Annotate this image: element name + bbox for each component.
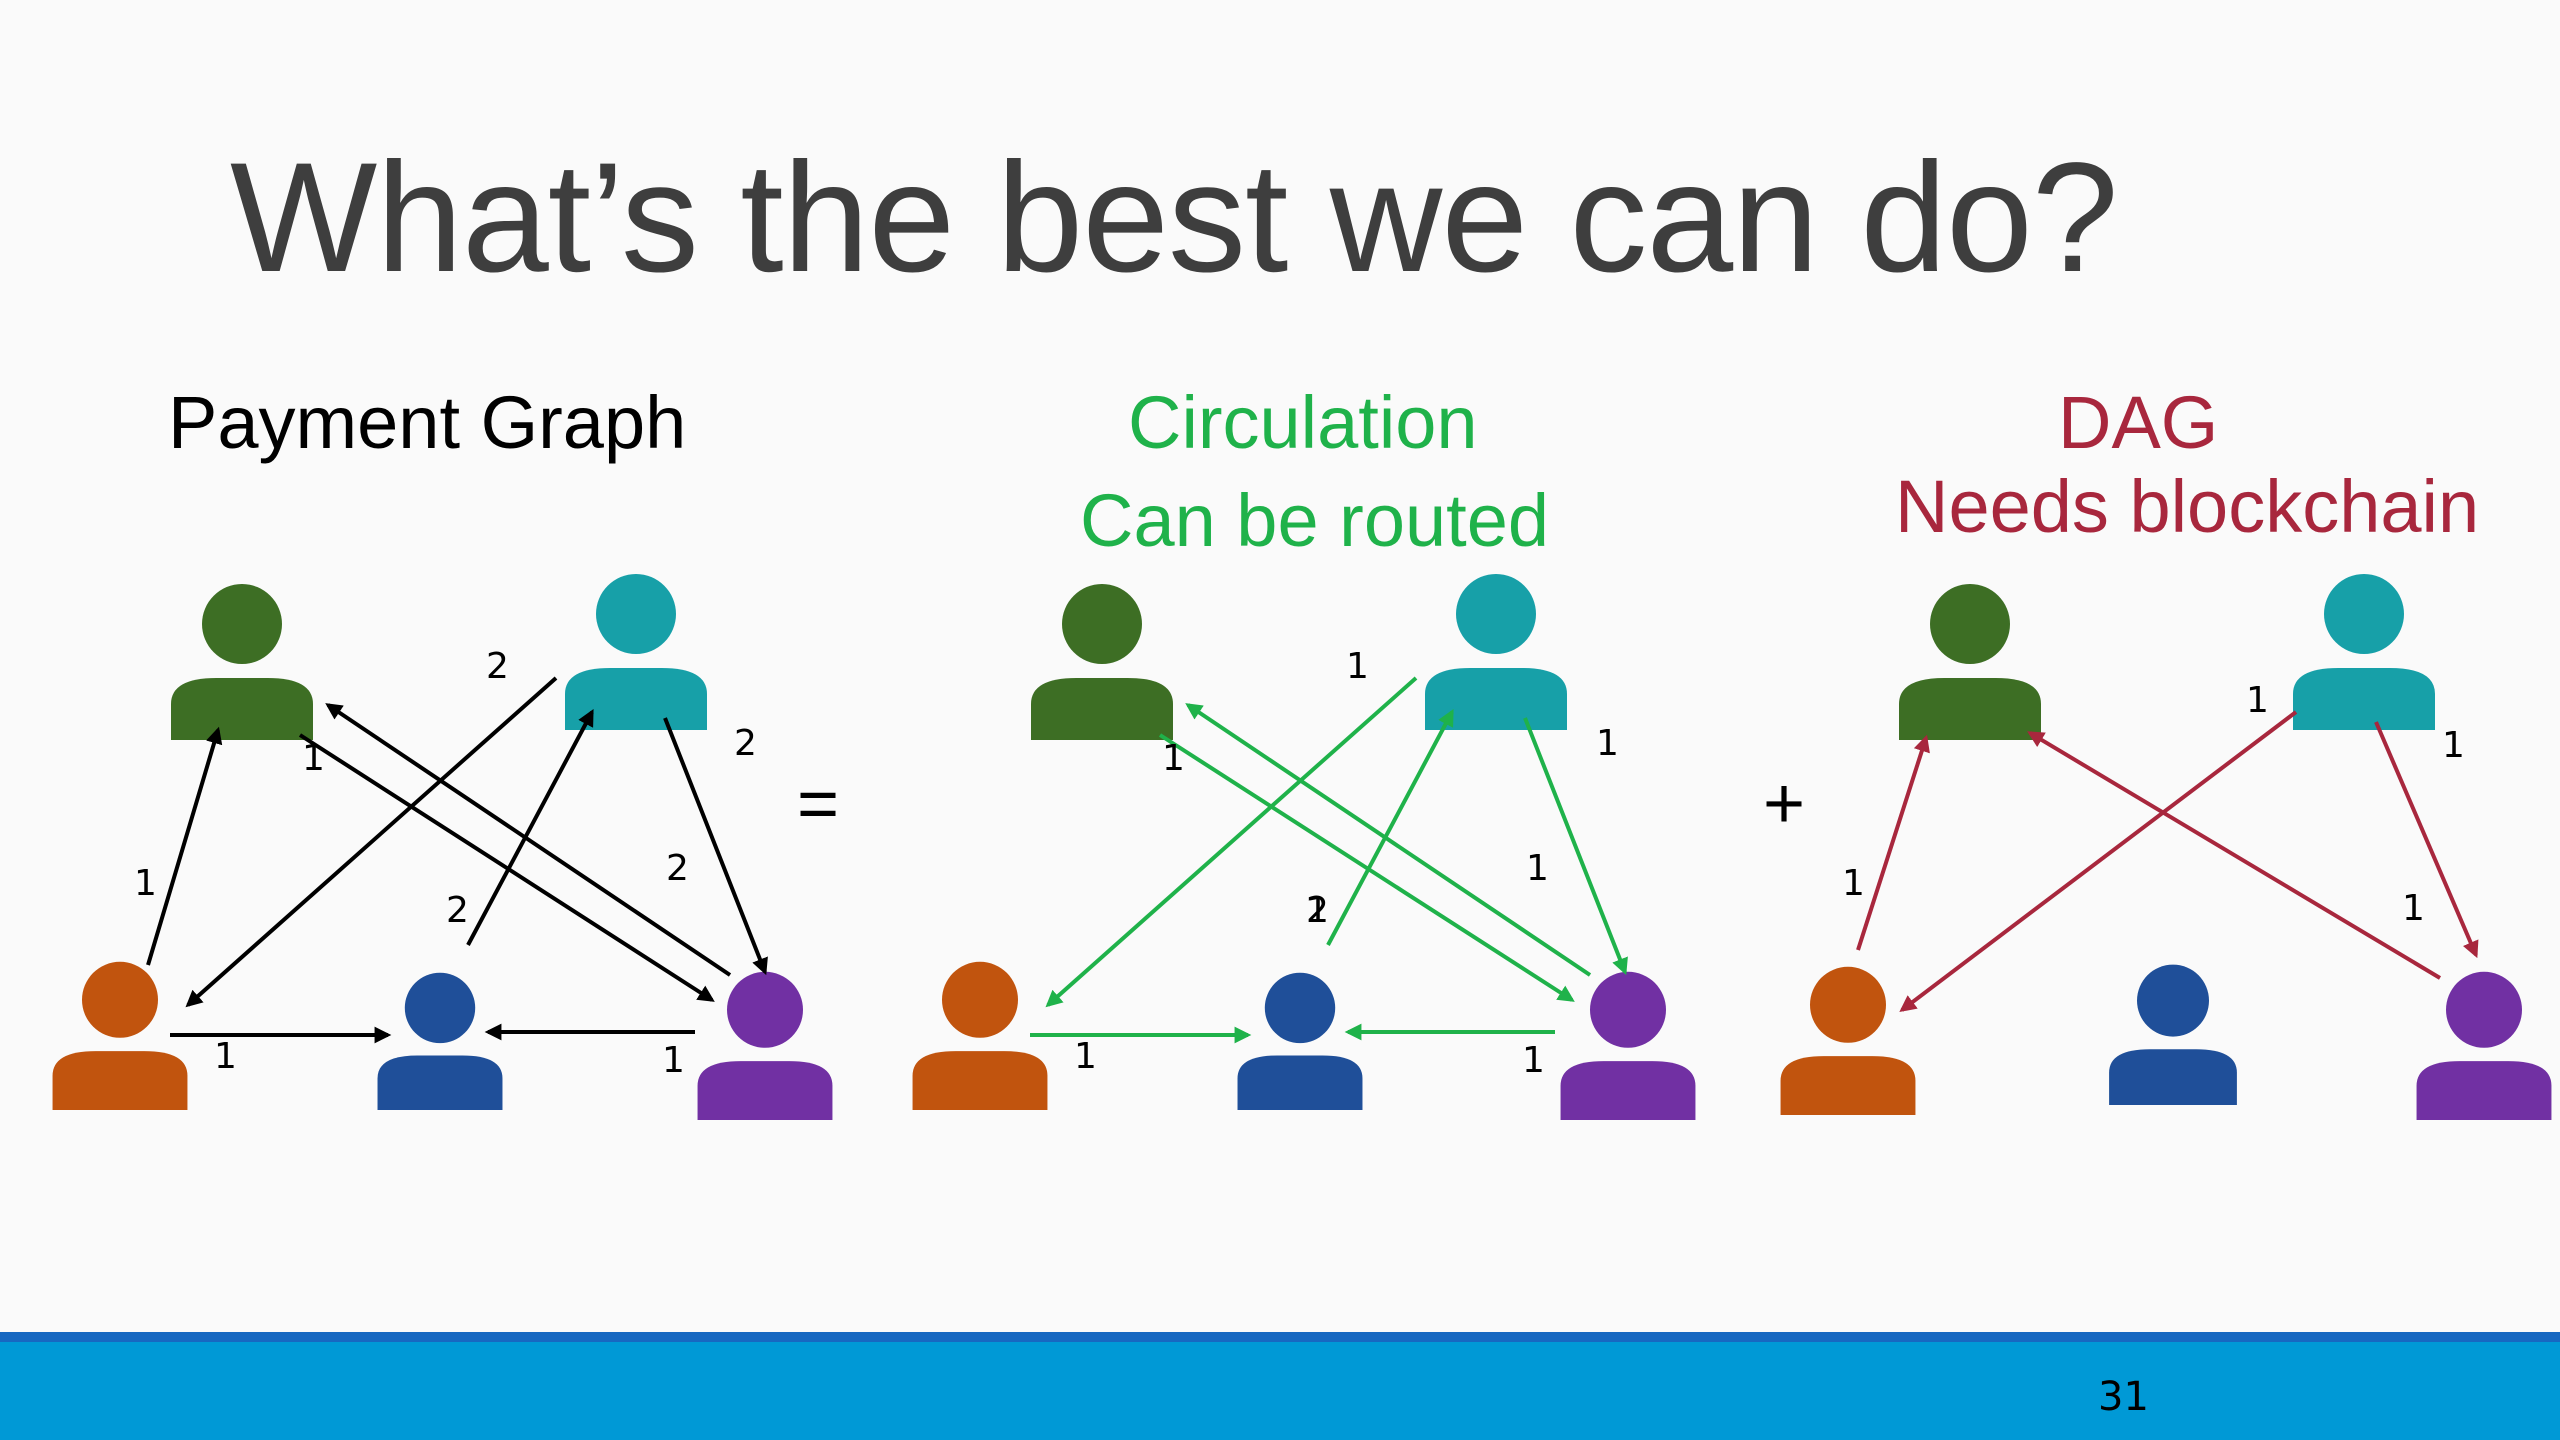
payment-edge-teal-to-orange [185,676,558,1008]
payment-person-teal-head [596,574,676,654]
payment-edge-weight-orange-to-blue: 1 [214,1036,237,1077]
circulation-edge-teal-to-orange [1045,676,1418,1008]
payment-person-orange-head [82,961,158,1038]
slide-title: What’s the best we can do? [230,131,2119,305]
payment-person-teal-body [565,668,707,730]
dag-person-purple-head [2446,971,2522,1048]
footer-bar [0,1342,2560,1440]
circulation-edge-weight-purple-to-green: 1 [1526,848,1549,889]
payment-person-blue [377,972,503,1110]
circulation-person-green [1031,584,1173,740]
circulation-edge-green-to-purple [1158,733,1575,1002]
equals-operator: = [797,764,839,844]
dag-person-teal-body [2293,668,2435,730]
circulation-person-purple [1560,971,1696,1120]
dag-person-green [1899,584,2041,740]
circulation-person-blue-head [1264,972,1336,1044]
dag-edge-weight-teal-to-orange: 1 [2246,680,2269,721]
circulation-person-blue [1237,972,1363,1110]
circulation-edge-weight-teal-to-purple: 1 [1596,723,1619,764]
can-be-routed-heading: Can be routed [1080,479,1550,562]
circulation-edge-weight-blue-to-teal: 1 [1306,890,1329,931]
dag-person-green-head [1930,584,2010,664]
payment-edge-weight-blue-to-teal: 2 [446,890,469,931]
payment-edge-weight-purple-to-green: 2 [666,848,689,889]
circulation-person-purple-head [1590,971,1666,1048]
payment-edge-weight-teal-to-orange: 2 [486,646,509,687]
payment-edge-teal-to-purple [663,717,768,976]
payment-person-green [171,584,313,740]
payment-edge-orange-to-green [146,726,223,966]
dag-person-purple-body [2416,1061,2552,1120]
dag-person-blue-head [2137,964,2209,1037]
circulation-person-green-body [1031,678,1173,740]
dag-person-green-body [1899,678,2041,740]
payment-edge-weight-orange-to-green: 1 [134,863,157,904]
payment-person-blue-body [377,1055,503,1110]
payment-edge-weight-green-to-purple: 1 [302,738,325,779]
dag-heading: DAG [2058,381,2219,464]
payment-person-orange-body [52,1051,188,1110]
dag-person-blue [2109,964,2237,1105]
footer-divider [0,1332,2560,1342]
dag-edge-weight-teal-to-purple: 1 [2442,725,2465,766]
payment-person-purple [697,971,833,1120]
payment-graph-heading: Payment Graph [168,381,687,464]
circulation-edge-weight-purple-to-blue: 1 [1522,1040,1545,1081]
needs-blockchain-heading: Needs blockchain [1895,465,2480,548]
circulation-edge-weight-orange-to-blue: 1 [1074,1036,1097,1077]
payment-person-purple-head [727,971,803,1048]
circulation-overlap-label: 2 [1306,890,1329,931]
circulation-person-teal [1425,574,1567,730]
dag-person-blue-body [2109,1049,2237,1105]
circulation-edge-weight-green-to-purple: 1 [1162,738,1185,779]
circulation-person-blue-body [1237,1055,1363,1110]
payment-person-green-body [171,678,313,740]
payment-edge-purple-to-green [325,703,732,977]
circulation-edge-blue-to-teal [1326,709,1454,946]
payment-edge-weight-teal-to-purple: 2 [734,723,757,764]
circulation-heading: Circulation [1128,381,1478,464]
circulation-person-orange [912,961,1048,1110]
dag-person-orange-head [1810,966,1886,1043]
payment-person-blue-head [404,972,476,1044]
payment-person-green-head [202,584,282,664]
payment-person-teal [565,574,707,730]
dag-person-teal [2293,574,2435,730]
circulation-person-orange-head [942,961,1018,1038]
dag-edge-weight-orange-to-green: 1 [1842,863,1865,904]
dag-edge-orange-to-green [1856,734,1930,951]
dag-person-orange-body [1780,1056,1916,1115]
page-number: 31 [2098,1374,2149,1420]
circulation-edge-teal-to-purple [1523,717,1628,976]
dag-person-purple [2416,971,2552,1120]
plus-operator: + [1763,764,1805,844]
payment-edge-green-to-purple [298,733,715,1002]
circulation-person-teal-head [1456,574,1536,654]
dag-person-teal-head [2324,574,2404,654]
circulation-edge-weight-teal-to-orange: 1 [1346,646,1369,687]
dag-edge-purple-to-green [2027,731,2442,980]
circulation-person-orange-body [912,1051,1048,1110]
circulation-person-green-head [1062,584,1142,664]
payment-person-purple-body [697,1061,833,1120]
payment-edge-blue-to-teal [466,709,594,946]
circulation-person-teal-body [1425,668,1567,730]
payment-person-orange [52,961,188,1110]
payment-edge-weight-purple-to-blue: 1 [662,1040,685,1081]
circulation-person-purple-body [1560,1061,1696,1120]
circulation-edge-purple-to-green [1185,703,1592,977]
dag-edge-weight-purple-to-green: 1 [2402,888,2425,929]
dag-edge-teal-to-purple [2374,721,2479,959]
dag-person-orange [1780,966,1916,1115]
dag-edge-teal-to-orange [1899,710,2298,1013]
